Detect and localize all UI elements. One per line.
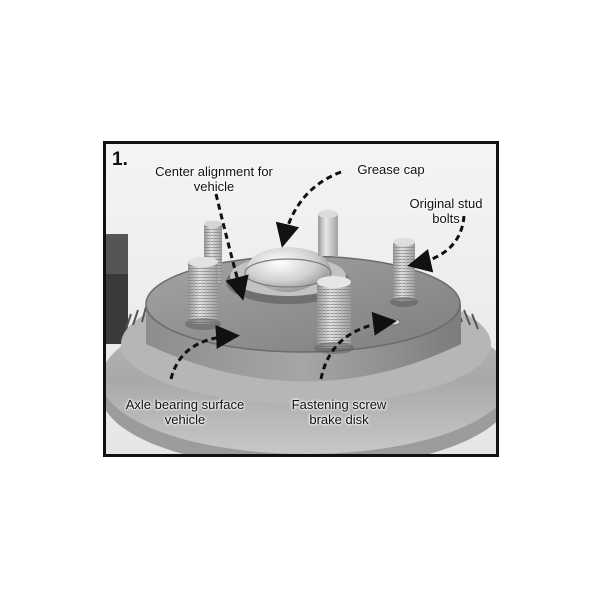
step-number: 1. [112,149,128,170]
figure-frame: 1. Center alignment for vehicle Grease c… [103,141,499,457]
label-axle-bearing-surface: Axle bearing surface vehicle [125,397,245,427]
label-center-alignment: Center alignment for vehicle [155,164,273,194]
label-original-stud-bolts: Original stud bolts [409,196,483,226]
label-fastening-screw: Fastening screw brake disk [291,397,387,427]
label-grease-cap: Grease cap [357,162,425,177]
